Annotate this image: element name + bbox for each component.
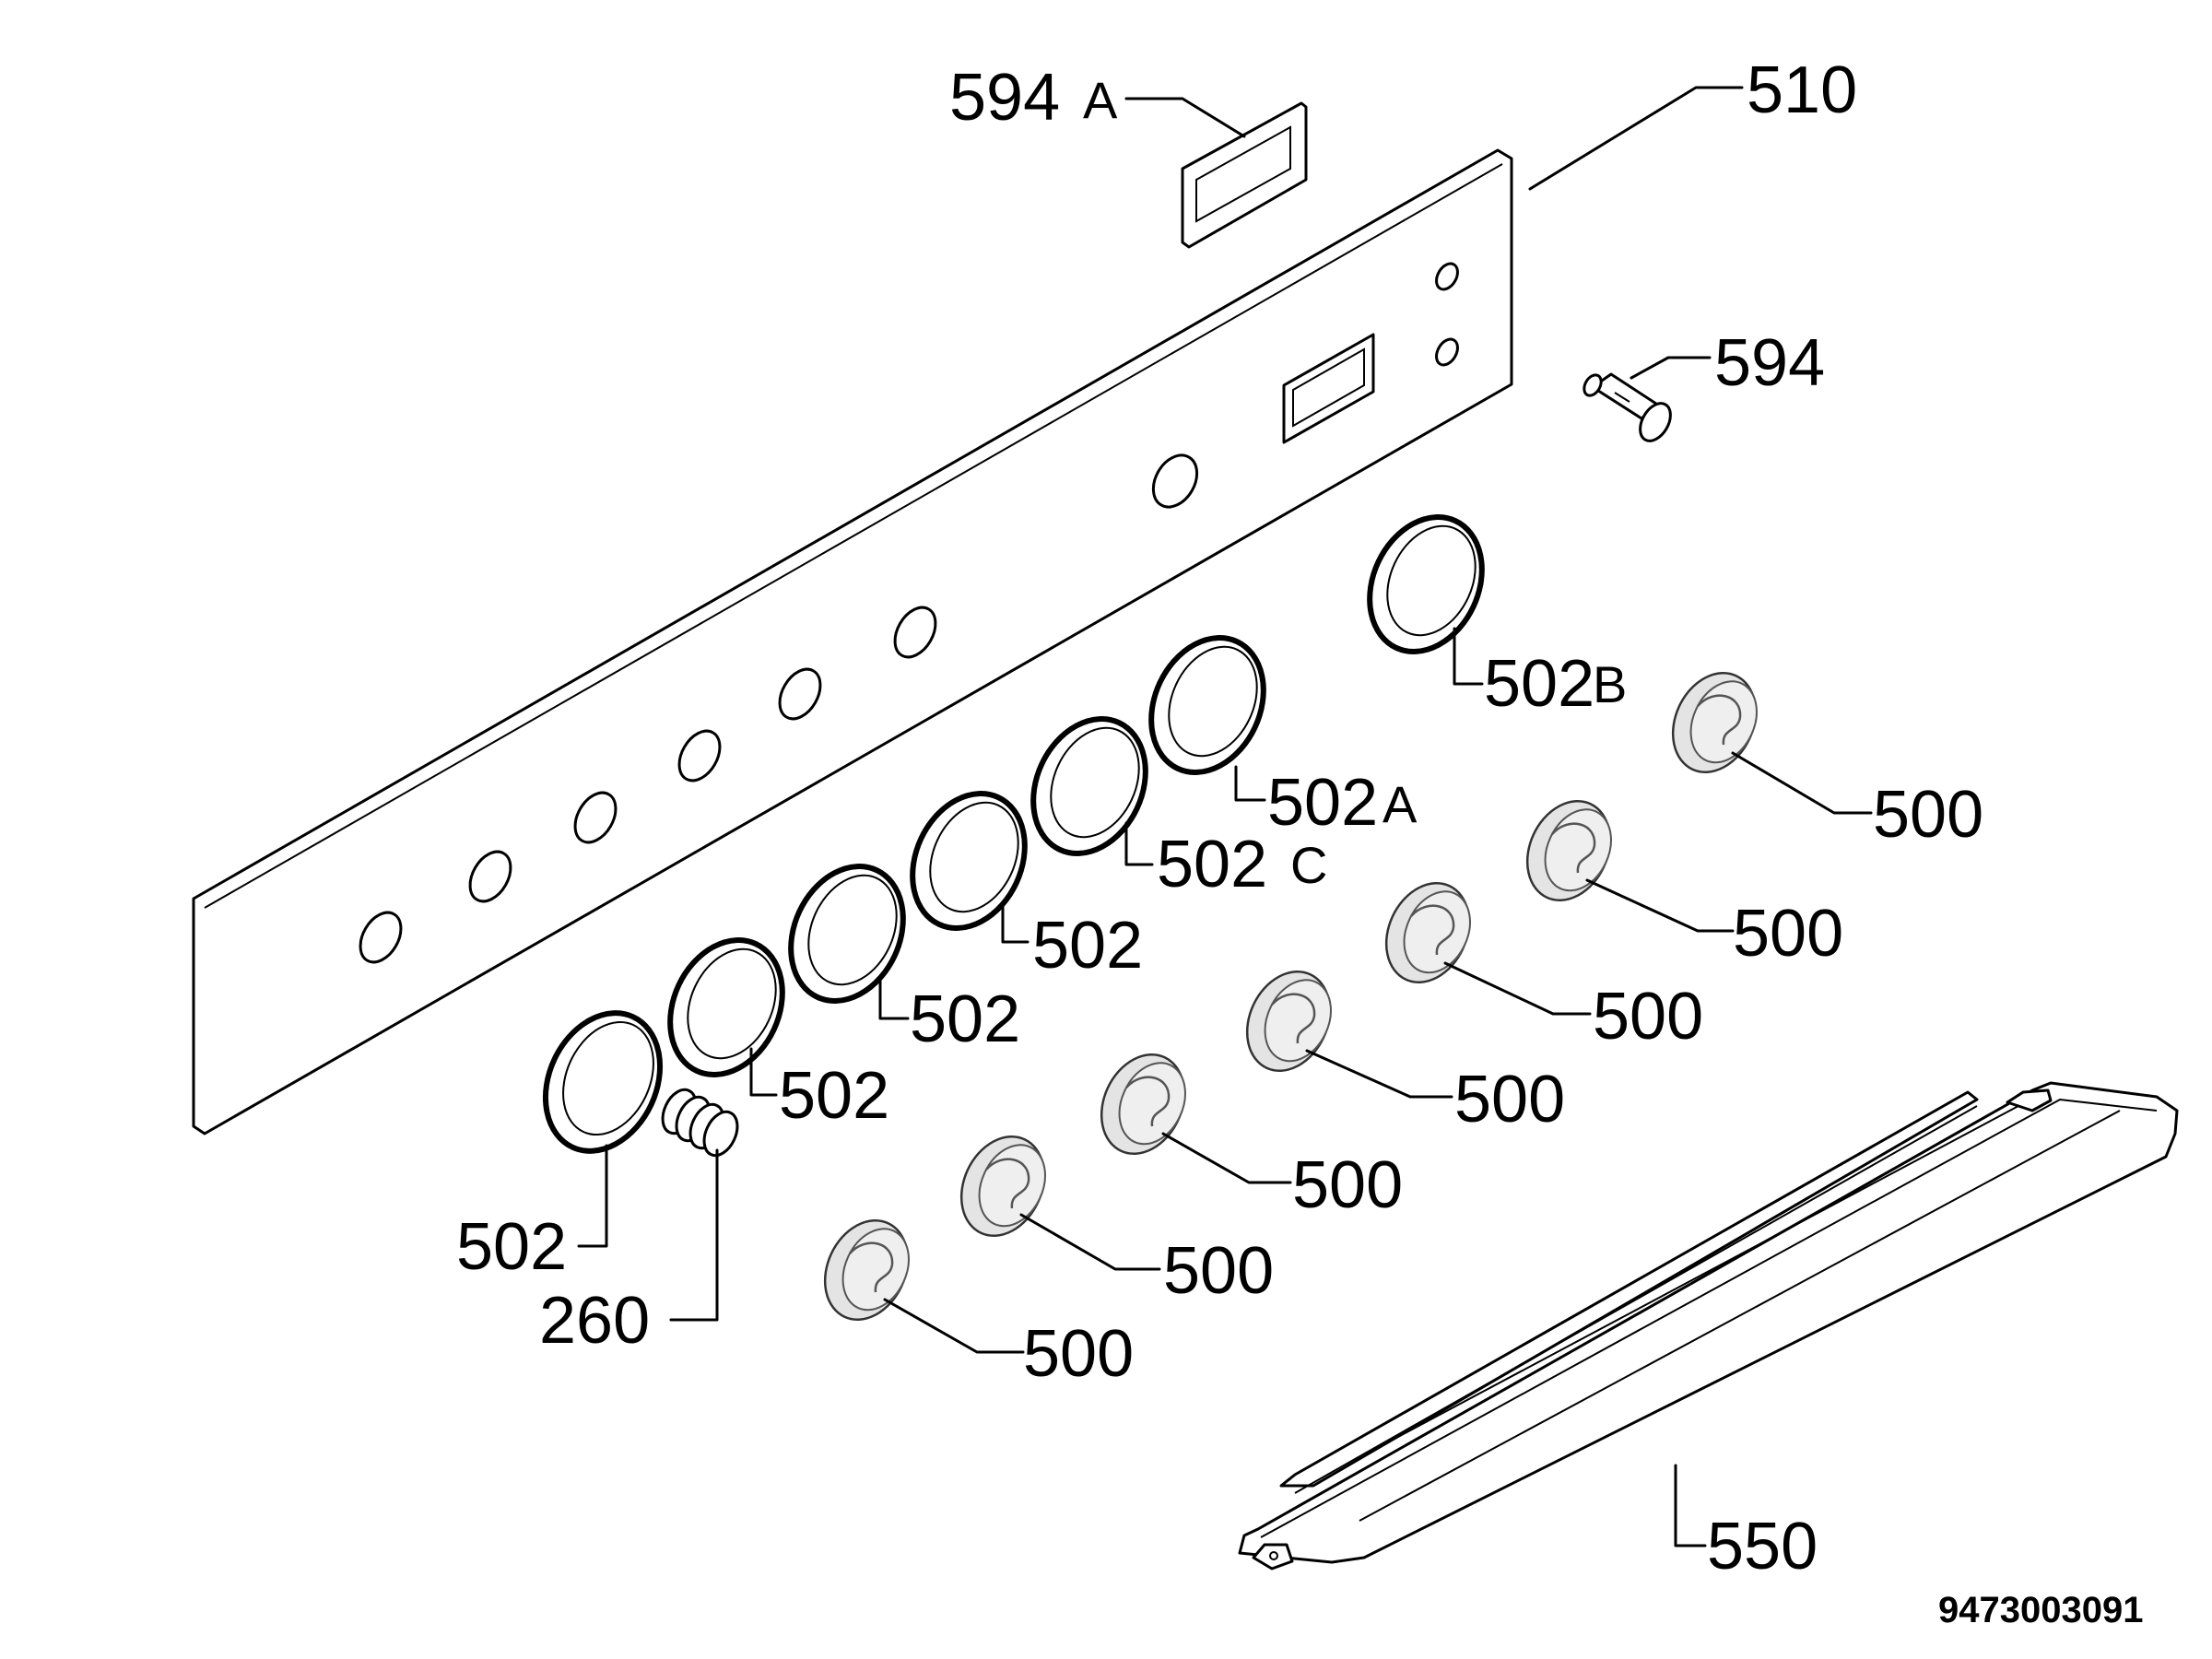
label-500-3: 500	[1292, 1148, 1403, 1222]
label-502a-number: 502	[1267, 766, 1378, 840]
label-594: 594	[1714, 326, 1825, 400]
label-260: 260	[539, 1284, 650, 1358]
bezel-ring-502a	[1148, 635, 1266, 775]
label-502b-number: 502	[1484, 647, 1594, 721]
label-502c-letter: C	[1290, 836, 1327, 894]
knob-500-2	[959, 1135, 1046, 1238]
label-502c-number: 502	[1157, 828, 1267, 901]
knob-500-1	[823, 1218, 910, 1322]
label-502-2: 502	[779, 1059, 889, 1133]
bezel-ring-502-1	[542, 1010, 664, 1154]
label-550: 550	[1707, 1510, 1818, 1583]
bezel-ring-502-4	[910, 791, 1028, 931]
label-500-2: 500	[1163, 1234, 1274, 1308]
control-knobs	[823, 671, 1758, 1322]
label-502a-letter: A	[1382, 775, 1418, 833]
label-502b-letter: B	[1593, 655, 1627, 713]
bezel-ring-502-3	[788, 864, 906, 1004]
label-594a-number: 594	[949, 61, 1060, 135]
knob-500-3	[1100, 1053, 1186, 1156]
bezel-ring-502-2	[667, 937, 785, 1077]
label-510: 510	[1747, 53, 1857, 127]
document-number: 9473003091	[1938, 1590, 2143, 1630]
label-500-7: 500	[1873, 778, 1983, 852]
label-500-4: 500	[1454, 1063, 1565, 1136]
label-502-1: 502	[456, 1210, 567, 1284]
knob-500-4	[1245, 970, 1332, 1073]
leader-lines	[577, 86, 1873, 1547]
part-labels: 594 A 510 594 502 B 502 A 502 C 502 502 …	[456, 53, 2143, 1630]
label-502-3: 502	[910, 982, 1020, 1056]
label-500-6: 500	[1733, 897, 1843, 971]
label-500-1: 500	[1023, 1317, 1134, 1391]
knob-500-6	[1525, 799, 1612, 902]
spring-260	[661, 1088, 739, 1158]
knob-500-7	[1671, 671, 1758, 774]
indicator-lamp-594	[1583, 372, 1672, 442]
control-panel-510	[192, 148, 1513, 1135]
bezel-ring-502b	[1367, 514, 1485, 654]
bezel-ring-502c	[1030, 716, 1148, 856]
label-500-5: 500	[1593, 980, 1703, 1053]
knob-500-5	[1384, 881, 1471, 984]
lens-frame-594a	[1181, 101, 1308, 249]
trim-strip-550	[1238, 1081, 2179, 1571]
label-594a-letter: A	[1083, 71, 1118, 129]
label-502-4: 502	[1032, 909, 1143, 982]
bezel-rings	[542, 514, 1485, 1154]
